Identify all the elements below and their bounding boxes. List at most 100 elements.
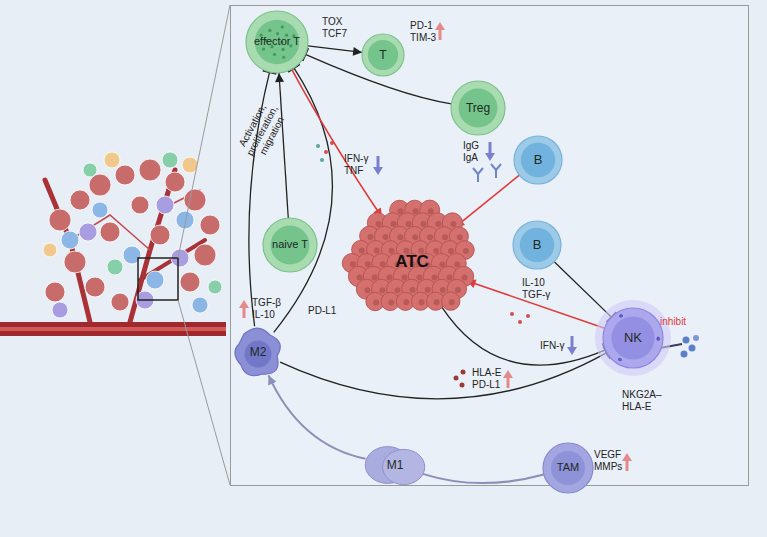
antibody-shape <box>473 168 483 182</box>
ligand-dot <box>460 383 465 388</box>
cell-membrane <box>362 34 404 76</box>
down-arrow <box>485 142 495 161</box>
granule <box>281 48 284 51</box>
immune-cell <box>156 196 174 214</box>
connector-line <box>280 353 607 399</box>
arrow-shaft <box>626 460 629 471</box>
cell-nucleus <box>521 143 556 178</box>
annotation-text: VEGF <box>594 449 621 461</box>
blood-vessel-lumen <box>0 327 226 331</box>
connector-line <box>279 73 288 218</box>
immune-cell <box>52 302 68 318</box>
nk-cell: NK <box>603 308 663 368</box>
connector <box>442 307 609 365</box>
tumor-nucleus <box>357 274 363 280</box>
node-text-box: naive T <box>263 218 317 272</box>
cell-nucleus <box>611 316 654 359</box>
node-text-box: T <box>362 34 404 76</box>
tumor-nucleus <box>390 220 396 226</box>
tumor-nucleus <box>350 261 356 267</box>
connector-line <box>269 375 366 458</box>
annotation-text: IgG <box>463 140 479 152</box>
tumor-nucleus <box>394 287 400 293</box>
annotation-text: IFN-γ <box>540 340 564 352</box>
granule <box>620 314 623 317</box>
connector <box>274 64 333 332</box>
cytokine-dot <box>510 312 514 316</box>
tumor-cell <box>194 244 216 266</box>
connector-line <box>554 262 611 317</box>
granule <box>619 358 622 361</box>
zoom-line <box>178 300 230 485</box>
inhibition-bar <box>603 343 609 356</box>
cell-label: ATC <box>395 253 429 271</box>
capillary <box>70 215 150 250</box>
zoom-box <box>138 258 178 300</box>
node-text-box: M1 <box>364 445 426 485</box>
arrow-head <box>435 22 445 30</box>
cytokine-dot <box>526 314 530 318</box>
immune-cell <box>104 152 120 168</box>
tumor-cell <box>442 291 460 309</box>
tumor-nucleus <box>425 287 431 293</box>
cell-membrane <box>263 218 317 272</box>
cytokine-dot <box>316 144 320 148</box>
granule <box>657 337 660 340</box>
granule <box>657 338 660 341</box>
receptor-dot <box>681 351 688 358</box>
tumor-cell <box>64 251 86 273</box>
tumor-cell <box>184 189 206 211</box>
naive-t-cell: naive T <box>263 218 317 272</box>
arrow-head <box>503 370 513 378</box>
cell-membrane <box>603 308 663 368</box>
tumor-nucleus <box>447 274 453 280</box>
zoom-line <box>178 5 230 258</box>
annotation-text: MMPs <box>594 461 622 473</box>
immune-cell <box>192 297 208 313</box>
tumor-nucleus <box>442 234 448 240</box>
connector-line <box>292 69 382 217</box>
annotation-text: HLA-E <box>472 367 501 379</box>
annotation-text: IFN-γ <box>344 153 368 165</box>
cell-label: T <box>379 49 386 62</box>
tumor-nucleus <box>398 208 404 214</box>
connector-line <box>274 68 333 332</box>
tumor-nucleus <box>365 261 371 267</box>
tumor-nucleus <box>364 287 370 293</box>
annotation-text: PD-L1 <box>308 305 336 317</box>
tumor-nucleus <box>420 220 426 226</box>
granule <box>282 56 285 59</box>
tumor-nucleus <box>387 274 393 280</box>
tumor-nucleus <box>405 220 411 226</box>
arrow-shaft <box>439 29 442 40</box>
arrow-shaft <box>571 336 574 348</box>
receptor-dot <box>693 335 699 341</box>
node-text-box: M2 <box>234 326 282 378</box>
tumor-nucleus <box>435 220 441 226</box>
tumor-nucleus <box>417 274 423 280</box>
cell-membrane <box>383 449 425 484</box>
immune-cell <box>146 271 164 289</box>
arrow-head <box>373 208 382 218</box>
granule <box>620 314 623 317</box>
immune-cell <box>162 152 178 168</box>
cell-label: M2 <box>250 346 267 359</box>
tumor-cell <box>131 196 149 214</box>
arrow-head <box>467 279 477 288</box>
tumor-nucleus <box>402 274 408 280</box>
granule <box>657 337 660 340</box>
annotation-text: TCF7 <box>322 28 347 40</box>
effector-t-cell: effector T <box>246 11 308 73</box>
annotation-text: IL-10 <box>252 309 275 321</box>
tumor-nucleus <box>413 208 419 214</box>
connector <box>268 375 365 458</box>
tumor-nucleus <box>380 261 386 267</box>
granule <box>273 53 276 56</box>
cytokine-dot <box>324 150 328 154</box>
tumor-nucleus <box>439 261 445 267</box>
annotation-text: IgA <box>463 152 478 164</box>
up-arrow <box>622 453 632 471</box>
annotation-text: NKG2A– <box>622 389 661 401</box>
annotation-text: TIM-3 <box>410 32 436 44</box>
annotation-text: TNF <box>344 165 363 177</box>
